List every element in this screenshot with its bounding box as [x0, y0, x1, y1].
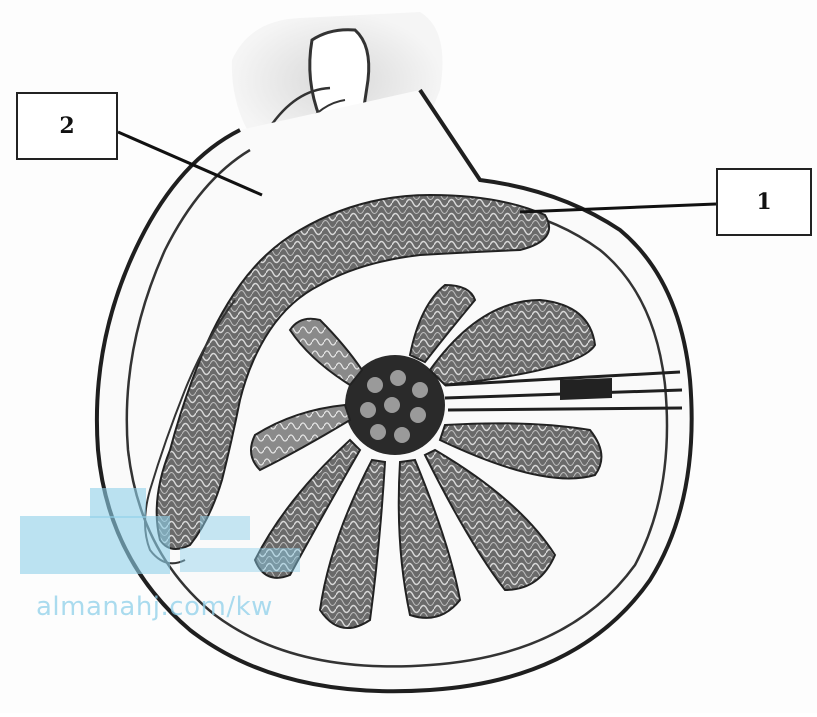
- label-box-1: 1: [716, 168, 812, 236]
- label-2-text: 2: [59, 113, 74, 139]
- label-box-2: 2: [16, 92, 118, 160]
- watermark-text: almanahj.com/kw: [36, 592, 273, 622]
- label-1-text: 1: [756, 189, 771, 215]
